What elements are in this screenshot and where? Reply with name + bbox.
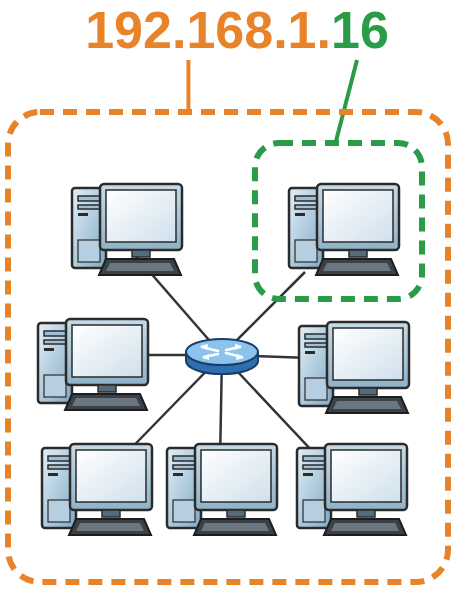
switch-symbol — [186, 339, 258, 374]
address-text: 16 — [331, 4, 389, 56]
leader-line — [336, 60, 357, 143]
dashed-outline — [252, 140, 425, 302]
leader-lines — [188, 60, 357, 143]
host-region: 16 — [252, 140, 425, 302]
dashed-border — [8, 112, 448, 582]
computer-icons — [38, 184, 409, 535]
dashed-border — [255, 143, 422, 299]
address-text: 192.168.1. — [85, 4, 331, 56]
leader-line — [186, 60, 190, 112]
